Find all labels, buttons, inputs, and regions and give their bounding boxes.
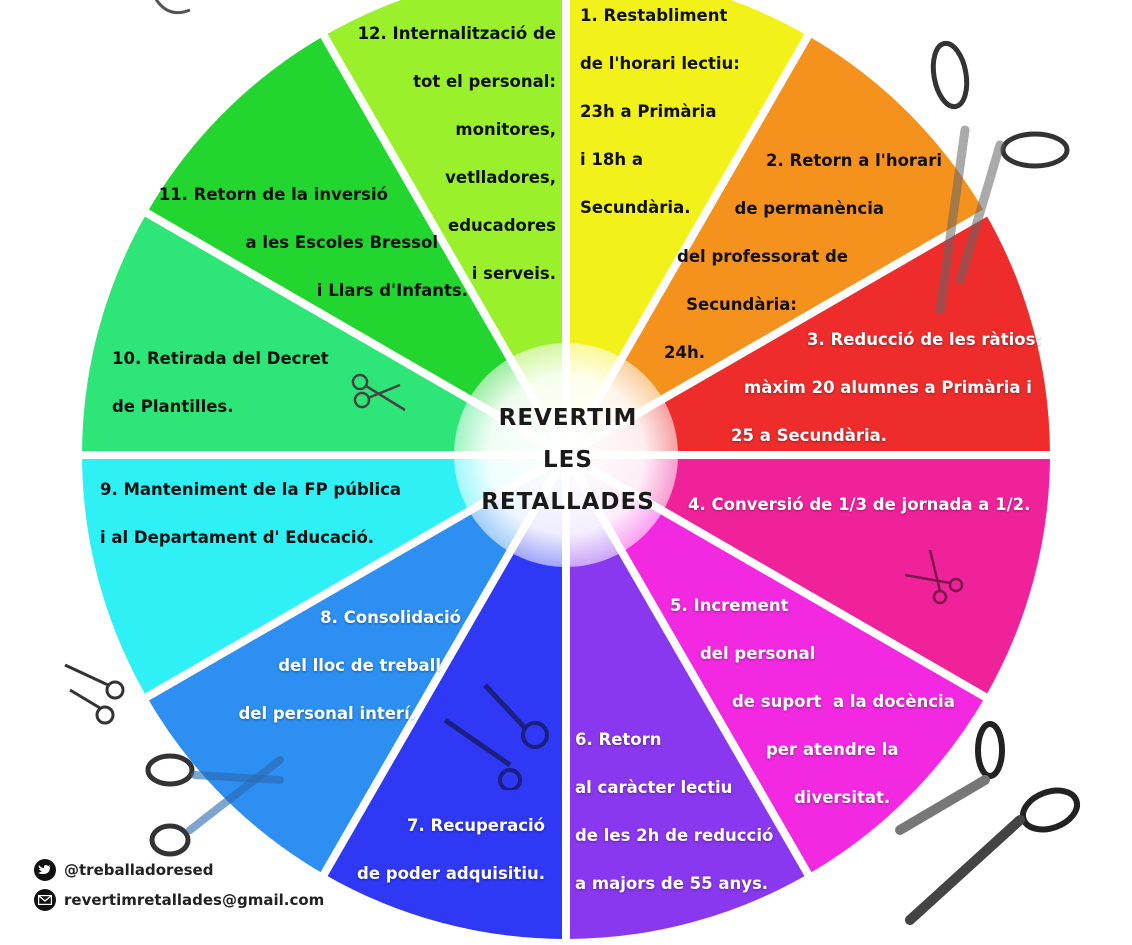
twitter-handle[interactable]: @treballadoresed xyxy=(34,859,213,881)
email-address-text: revertimretallades@gmail.com xyxy=(64,891,325,909)
segment-line: 10. Retirada del Decret xyxy=(112,349,329,368)
segment-line: màxim 20 alumnes a Primària i xyxy=(744,378,1032,397)
segment-line: al caràcter lectiu xyxy=(575,778,733,797)
segment-11-text: 11. Retorn de la inversió a les Escoles … xyxy=(159,171,468,315)
segment-line: a majors de 55 anys. xyxy=(575,874,769,893)
hub-title-line: REVERTIM xyxy=(498,405,638,431)
twitter-bird-icon xyxy=(34,859,56,881)
twitter-handle-text: @treballadoresed xyxy=(64,861,214,879)
segment-4-text: 4. Conversió de 1/3 de jornada a 1/2. xyxy=(688,481,1030,529)
segment-line: 24h. xyxy=(664,343,705,362)
segment-3-text: 3. Reducció de les ràtios: màxim 20 alum… xyxy=(728,316,1048,460)
segment-9-text: 9. Manteniment de la FP pública i al Dep… xyxy=(100,466,401,562)
segment-5-text: 5. Increment del personal de suport a la… xyxy=(670,582,955,822)
segment-line: 25 a Secundària. xyxy=(731,426,888,445)
segment-line: 12. Internalització de xyxy=(357,24,556,43)
segment-line: 1. Restabliment xyxy=(580,6,728,25)
segment-line: vetlladores, xyxy=(445,168,556,187)
segment-line: i Llars d'Infants. xyxy=(316,281,468,300)
segment-line: de suport a la docència xyxy=(732,692,955,711)
segment-12-text: 12. Internalització de tot el personal: … xyxy=(358,10,556,298)
envelope-icon xyxy=(34,889,56,911)
hub-title-line: RETALLADES xyxy=(481,489,655,515)
segment-line: del professorat de xyxy=(677,247,848,266)
segment-line: del personal interí. xyxy=(238,704,416,723)
segment-line: diversitat. xyxy=(794,788,891,807)
wheel-segment-7 xyxy=(318,451,570,945)
segment-line: 23h a Primària xyxy=(580,102,717,121)
segment-line: per atendre la xyxy=(766,740,899,759)
segment-line: Secundària. xyxy=(580,198,691,217)
wheel-segment-9 xyxy=(74,451,570,703)
segment-line: i serveis. xyxy=(471,264,556,283)
segment-1-text: 1. Restabliment de l'horari lectiu: 23h … xyxy=(580,0,740,232)
hub-title: REVERTIM LES RETALLADES xyxy=(456,397,680,523)
segment-line: 9. Manteniment de la FP pública xyxy=(100,480,402,499)
segment-line: 4. Conversió de 1/3 de jornada a 1/2. xyxy=(688,495,1031,514)
segment-line: 6. Retorn xyxy=(575,730,662,749)
wheel-hub xyxy=(454,343,678,567)
segment-line: de l'horari lectiu: xyxy=(580,54,740,73)
email-address[interactable]: revertimretallades@gmail.com xyxy=(34,889,324,911)
segment-line: de permanència xyxy=(734,199,884,218)
wheel-segment-12 xyxy=(318,0,570,459)
segment-line: de les 2h de reducció xyxy=(575,826,774,845)
segment-line: monitores, xyxy=(455,120,556,139)
wheel-segment-11 xyxy=(139,28,570,459)
wheel-segment-10 xyxy=(74,207,570,459)
hub-title-line: LES xyxy=(543,447,593,473)
segment-line: del lloc de treball xyxy=(278,656,441,675)
segment-6-text: 6. Retorn al caràcter lectiu de les 2h d… xyxy=(575,716,773,908)
segment-line: educadores xyxy=(448,216,556,235)
segment-line: 11. Retorn de la inversió xyxy=(158,185,388,204)
segment-line: 8. Consolidació xyxy=(320,608,461,627)
segment-line: de Plantilles. xyxy=(112,397,234,416)
segment-line: 7. Recuperació xyxy=(407,816,545,835)
segment-line: a les Escoles Bressol xyxy=(245,233,438,252)
segment-2-text: 2. Retorn a l'horari de permanència del … xyxy=(664,137,942,377)
wheel-segments xyxy=(74,0,1058,945)
segment-line: de poder adquisitiu. xyxy=(357,864,545,883)
segment-line: 3. Reducció de les ràtios: xyxy=(807,330,1042,349)
segment-line: 2. Retorn a l'horari xyxy=(766,151,942,170)
wheel-segment-6 xyxy=(562,451,814,945)
segment-line: del personal xyxy=(700,644,816,663)
segment-line: i 18h a xyxy=(580,150,643,169)
segment-line: tot el personal: xyxy=(413,72,556,91)
segment-7-text: 7. Recuperació de poder adquisitiu. xyxy=(357,802,545,898)
segment-8-text: 8. Consolidació del lloc de treball del … xyxy=(238,594,461,738)
wheel-segment-4 xyxy=(562,451,1058,703)
segment-line: Secundària: xyxy=(686,295,797,314)
segment-10-text: 10. Retirada del Decret de Plantilles. xyxy=(112,335,329,431)
segment-line: i al Departament d' Educació. xyxy=(100,528,375,547)
wheel-segment-1 xyxy=(562,0,814,459)
segment-line: 5. Increment xyxy=(670,596,789,615)
